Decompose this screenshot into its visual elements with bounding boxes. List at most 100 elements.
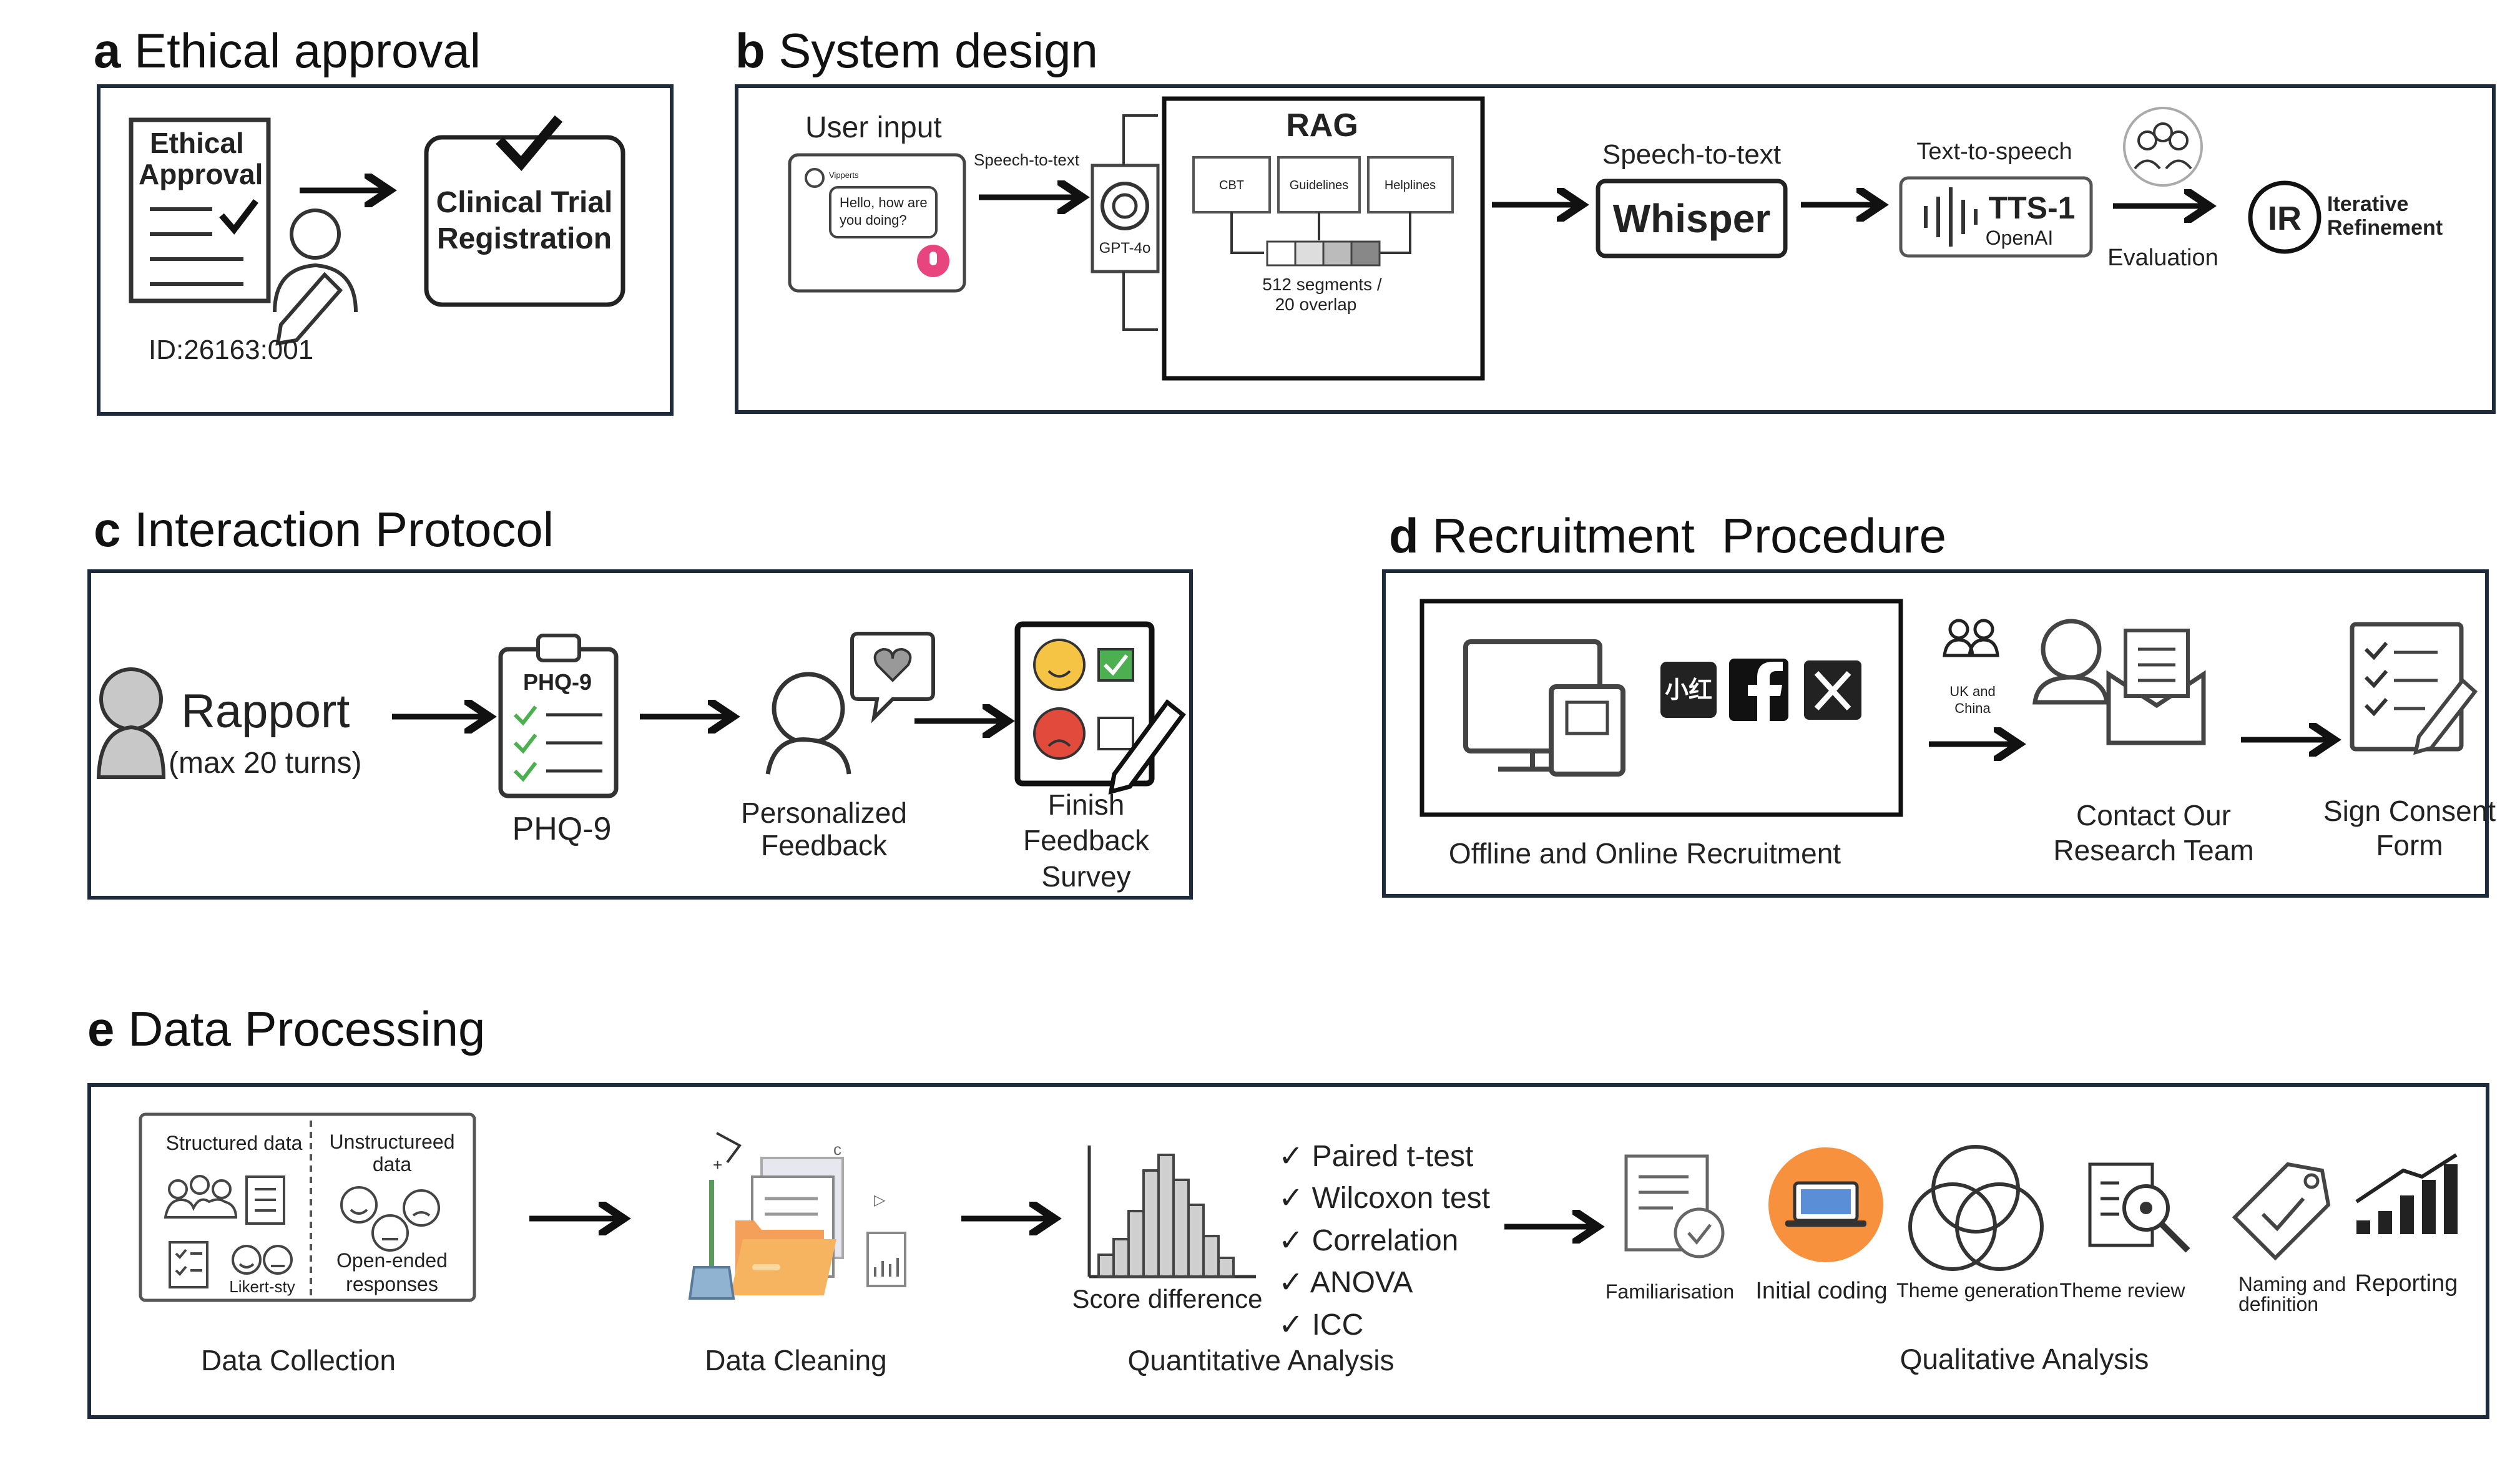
survey-label-3: Survey <box>1041 860 1130 893</box>
venn-diagram-icon <box>1908 1145 2044 1271</box>
signing-person-icon <box>273 209 358 346</box>
panel-e: e Data Processing Structured data Unstru… <box>87 1001 2489 1419</box>
qual-step-label: Theme generation <box>1896 1279 2059 1302</box>
person-profile-icon <box>96 667 166 779</box>
panel-d-frame <box>1382 569 2489 898</box>
gpt-4o-box: GPT-4o <box>1091 164 1160 273</box>
panel-b-title: b System design <box>735 23 1098 78</box>
phq-label: PHQ-9 <box>512 811 612 847</box>
ethical-approval-label: Ethical <box>150 127 244 159</box>
theme-review-icon <box>2088 1162 2190 1253</box>
tts-label: TTS-1 <box>1989 190 2076 225</box>
gpt-label: GPT-4o <box>1099 240 1151 257</box>
qual-step-label: definition <box>2238 1293 2318 1315</box>
data-cleaning-icon: + c ▷ <box>688 1132 906 1300</box>
panel-c: c Interaction Protocol Rapport (max 20 t… <box>87 502 1193 900</box>
speech-to-text-label: Speech-to-text <box>1602 139 1781 170</box>
user-input-label: User input <box>805 111 942 144</box>
svg-text:c: c <box>833 1140 841 1159</box>
rag-source-label: Guidelines <box>1290 179 1349 192</box>
panel-b: b System design User input Vipperts Hell… <box>735 23 2496 414</box>
quantitative-label: Quantitative Analysis <box>1127 1344 1394 1376</box>
ethical-approval-label-2: Approval <box>139 158 263 190</box>
ethics-id: ID:26163:001 <box>149 335 313 365</box>
uk-china-label-2: China <box>1954 700 1991 716</box>
document-icon <box>245 1175 285 1225</box>
ir-label: IR <box>2268 200 2302 237</box>
familiarisation-icon <box>1624 1154 1725 1259</box>
qual-step-label: Familiarisation <box>1606 1280 1734 1303</box>
clinical-trial-registration-box: Clinical Trial Registration <box>424 115 625 307</box>
openai-label: OpenAI <box>1986 227 2054 249</box>
facebook-icon <box>1729 659 1788 721</box>
tests-list: ✓ Paired t-test ✓ Wilcoxon test ✓ Correl… <box>1278 1140 1490 1342</box>
emotion-faces-icon <box>340 1186 440 1252</box>
chat-sender: Vipperts <box>829 170 859 180</box>
iterative-refinement-icon: IR <box>2248 180 2321 254</box>
test-item: ✓ ANOVA <box>1278 1266 1413 1299</box>
panel-b-frame <box>735 84 2496 414</box>
test-item: ✓ Paired t-test <box>1278 1140 1473 1173</box>
iterative-label: Iterative <box>2327 192 2408 216</box>
data-collection-box: Structured data Unstructureed data <box>139 1112 476 1302</box>
segments-label: 512 segments / <box>1262 275 1382 294</box>
contact-label-2: Research Team <box>2053 834 2253 866</box>
speech-to-text-small-label: Speech-to-text <box>974 150 1080 169</box>
contact-label: Contact Our <box>2076 799 2231 832</box>
smiley-icon <box>1033 639 1086 691</box>
whisper-label: Whisper <box>1613 196 1770 241</box>
panel-e-frame <box>87 1083 2489 1419</box>
structured-label: Structured data <box>166 1132 303 1154</box>
connector-top <box>1122 114 1158 165</box>
text-to-speech-label: Text-to-speech <box>1916 139 2072 165</box>
chat-message: Hello, how are <box>840 195 928 210</box>
likert-faces-icon <box>232 1245 293 1275</box>
rag-box: RAG CBT Guidelines Helplines 512 segment… <box>1162 96 1485 381</box>
segment-bar <box>1266 240 1381 267</box>
feedback-person-icon <box>765 632 935 775</box>
tag-icon <box>2232 1162 2331 1261</box>
x-twitter-icon <box>1804 660 1861 720</box>
chat-window-icon: Vipperts Hello, how are you doing? <box>788 153 966 293</box>
checklist-icon <box>169 1241 208 1288</box>
feedback-label-2: Feedback <box>761 829 888 861</box>
unstructured-label: Unstructureed <box>330 1131 455 1153</box>
heart-icon <box>873 647 912 682</box>
score-difference-label: Score difference <box>1072 1284 1262 1313</box>
histogram-icon <box>1087 1146 1256 1278</box>
panel-d-title: d Recruitment Procedure <box>1389 508 1946 563</box>
monitor-icon <box>1463 639 1625 777</box>
consent-label: Sign Consent <box>2323 795 2496 827</box>
survey-label: Finish <box>1048 788 1125 821</box>
rag-source-helplines <box>1367 156 1454 213</box>
phq-clip-label: PHQ-9 <box>523 669 592 695</box>
panel-d: d Recruitment Procedure 小红 Offline and O… <box>1382 508 2496 898</box>
evaluators-icon <box>2123 107 2203 187</box>
qual-step-label: Initial coding <box>1755 1278 1887 1304</box>
rag-label: RAG <box>1286 107 1358 144</box>
qual-step-label: Theme review <box>2060 1279 2186 1302</box>
openai-logo-icon <box>1101 182 1149 230</box>
xiaohongshu-icon: 小红 <box>1660 662 1717 718</box>
panel-c-title: c Interaction Protocol <box>94 502 554 557</box>
panel-a: a Ethical approval Ethical Approval ID:2… <box>94 23 674 416</box>
evaluation-label: Evaluation <box>2107 245 2218 271</box>
panel-a-title: a Ethical approval <box>94 23 481 78</box>
pen-icon <box>1108 699 1186 795</box>
reporting-bar-chart-icon <box>2355 1153 2458 1234</box>
uk-china-people-icon <box>1943 619 1999 657</box>
frown-icon <box>1033 707 1086 760</box>
svg-text:▷: ▷ <box>874 1192 886 1209</box>
svg-text:+: + <box>713 1156 722 1174</box>
xiaohongshu-label: 小红 <box>1665 676 1712 704</box>
open-ended-label-2: responses <box>346 1273 438 1295</box>
max-turns-label: (max 20 turns) <box>169 747 361 780</box>
panel-a-frame <box>97 84 674 416</box>
qual-step-label: Naming and <box>2238 1273 2346 1295</box>
rag-source-label: CBT <box>1219 179 1244 192</box>
ethical-approval-document-icon <box>129 117 271 303</box>
rag-source-label: Helplines <box>1385 179 1436 192</box>
survey-label-2: Feedback <box>1023 824 1150 856</box>
test-item: ✓ Wilcoxon test <box>1278 1182 1490 1215</box>
